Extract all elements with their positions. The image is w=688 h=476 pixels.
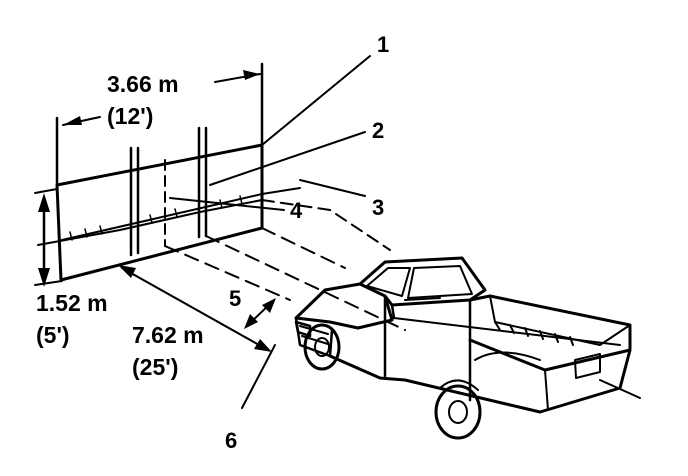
truck-bed-rail xyxy=(468,294,632,372)
truck-rocker xyxy=(328,348,632,414)
width-metric-label: 3.66 m xyxy=(107,71,179,97)
lamp-projection-line xyxy=(261,199,391,251)
callout-numbers: 1 2 3 4 5 6 xyxy=(225,32,389,453)
truck-tailgate-edge xyxy=(544,369,549,411)
callout-leaders xyxy=(169,55,371,409)
aiming-screen xyxy=(34,62,264,282)
distance-dimension: 7.62 m (25') xyxy=(118,265,272,380)
height-arrow-top-head xyxy=(38,193,50,212)
truck-bed-ribs xyxy=(494,321,574,346)
screen-top-tick xyxy=(34,188,58,194)
height-imperial-label: (5') xyxy=(36,322,70,348)
truck-rear-wheel-arch xyxy=(439,379,479,391)
ground-line-right xyxy=(261,227,346,269)
truck-door-handle xyxy=(404,297,441,301)
height-metric-label: 1.52 m xyxy=(36,290,108,316)
leader-1 xyxy=(261,55,371,146)
screen-dots xyxy=(130,139,207,203)
distance-arrow-head-near-vehicle xyxy=(254,339,272,352)
dimension-5-arrow xyxy=(244,298,276,329)
leader-3 xyxy=(299,179,366,197)
callout-4: 4 xyxy=(290,198,303,223)
truck-front-hub xyxy=(314,337,330,357)
height-base-tick xyxy=(34,280,63,286)
dim5-arrow-head-b xyxy=(262,298,276,313)
lamp-height-line xyxy=(261,187,301,195)
truck-bed-inner xyxy=(489,295,631,346)
distance-metric-label: 7.62 m xyxy=(132,322,204,348)
truck-headlamp xyxy=(294,320,312,338)
vehicle-centerline xyxy=(205,235,406,331)
callout-6: 6 xyxy=(225,428,237,453)
distance-arrow-shaft xyxy=(121,267,269,351)
pickup-truck xyxy=(294,256,641,440)
callout-2: 2 xyxy=(372,118,384,143)
ground-lines xyxy=(164,187,406,331)
truck-a-pillar xyxy=(390,303,396,320)
truck-bed-side-detail xyxy=(474,351,541,361)
width-imperial-label: (12') xyxy=(107,103,153,129)
leader-6 xyxy=(241,344,276,409)
truck-side-window xyxy=(407,265,473,299)
height-dimension: 1.52 m (5') xyxy=(34,193,108,348)
width-arrow-right-head xyxy=(243,70,260,80)
truck-tail-lamp xyxy=(574,353,601,379)
truck-rear-hub xyxy=(448,400,468,424)
truck-hood xyxy=(294,282,394,330)
truck-rear-wheel xyxy=(434,384,482,440)
screen-horizontal-centerline xyxy=(37,199,263,246)
callout-5: 5 xyxy=(229,286,241,311)
width-arrow-left-head xyxy=(63,116,82,125)
leader-2 xyxy=(209,131,366,186)
distance-arrow-head-near-screen xyxy=(118,265,136,278)
distance-imperial-label: (25') xyxy=(132,354,178,380)
truck-rear-line xyxy=(599,379,641,399)
screen-horizontal-line-upper xyxy=(61,193,263,241)
screen-outline xyxy=(55,143,264,282)
height-arrow-bottom-head xyxy=(38,268,50,287)
callout-3: 3 xyxy=(372,195,384,220)
callout-1: 1 xyxy=(377,32,389,57)
screen-hatching xyxy=(69,195,243,241)
width-dimension: 3.66 m (12') xyxy=(62,70,261,129)
leader-4 xyxy=(169,197,285,211)
dim5-arrow-head-a xyxy=(244,314,258,329)
truck-windshield xyxy=(366,267,411,297)
ground-centerline xyxy=(164,245,291,301)
truck-front-wheel xyxy=(303,323,341,371)
